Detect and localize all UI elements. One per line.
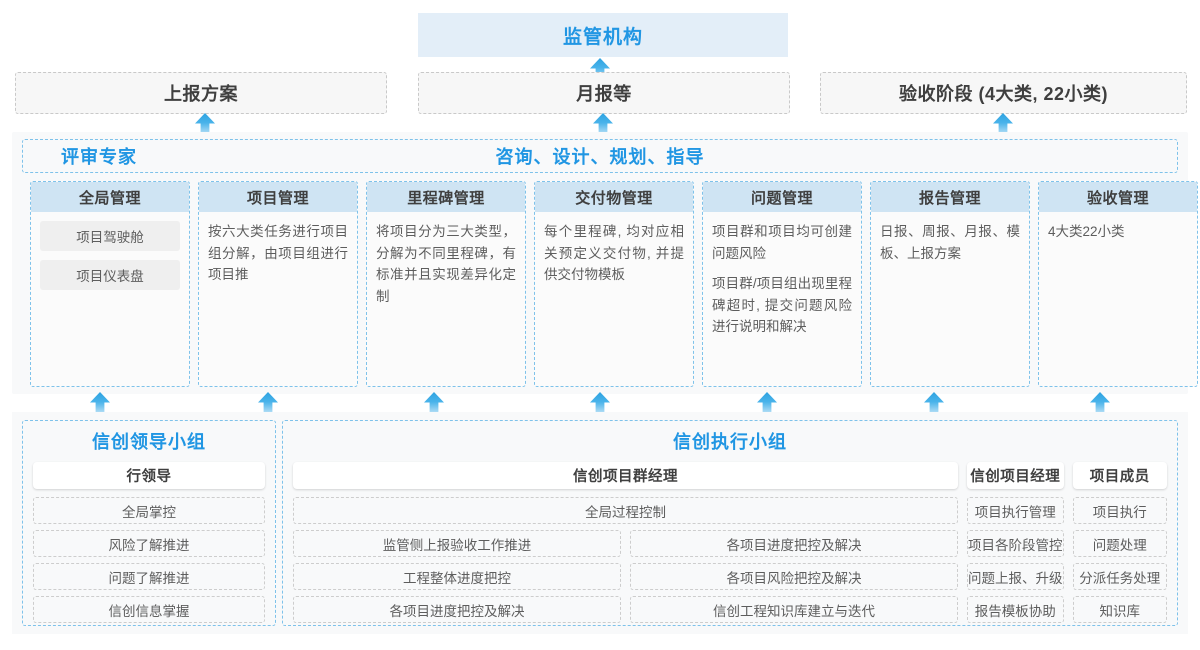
mgmt-column-issue[interactable]: 问题管理 项目群和项目均可创建问题风险 项目群/项目组出现里程碑超时, 提交问题… bbox=[702, 181, 862, 387]
role-item[interactable]: 监管侧上报验收工作推进 bbox=[293, 530, 621, 557]
regulator-box: 监管机构 bbox=[418, 13, 788, 57]
group-leading: 信创领导小组 行领导 全局掌控 风险了解推进 问题了解推进 信创信息掌握 bbox=[22, 420, 276, 626]
role-header: 信创项目群经理 bbox=[293, 462, 958, 489]
arrow-up-icon bbox=[424, 392, 444, 414]
role-item[interactable]: 项目执行管理 bbox=[967, 497, 1064, 524]
mgmt-column-global[interactable]: 全局管理 项目驾驶舱 项目仪表盘 bbox=[30, 181, 190, 387]
group-title: 信创执行小组 bbox=[673, 432, 787, 452]
consulting-band: 评审专家 咨询、设计、规划、指导 全局管理 项目驾驶舱 项目仪表盘 项目管理 按… bbox=[12, 132, 1198, 394]
role-item[interactable]: 各项目进度把控及解决 bbox=[293, 596, 621, 623]
role-item[interactable]: 全局掌控 bbox=[33, 497, 265, 524]
mgmt-column-desc-2: 项目群/项目组出现里程碑超时, 提交问题风险进行说明和解决 bbox=[712, 276, 852, 335]
role-item[interactable]: 风险了解推进 bbox=[33, 530, 265, 557]
role-header: 项目成员 bbox=[1072, 462, 1167, 489]
mgmt-column-milestone[interactable]: 里程碑管理 将项目分为三大类型，分解为不同里程碑，有标准并且实现差异化定制 bbox=[366, 181, 526, 387]
report-box-monthly[interactable]: 月报等 bbox=[418, 72, 790, 114]
mgmt-column-desc: 4大类22小类 bbox=[1048, 224, 1125, 239]
consulting-scope-label: 咨询、设计、规划、指导 bbox=[495, 147, 705, 167]
arrow-up-icon bbox=[757, 392, 777, 414]
role-item[interactable]: 信创信息掌握 bbox=[33, 596, 265, 623]
mgmt-column-title: 报告管理 bbox=[871, 182, 1029, 212]
role-item[interactable]: 工程整体进度把控 bbox=[293, 563, 621, 590]
mgmt-column-acceptance[interactable]: 验收管理 4大类22小类 bbox=[1038, 181, 1198, 387]
mgmt-column-desc: 按六大类任务进行项目组分解，由项目组进行项目推 bbox=[208, 224, 348, 283]
mgmt-column-title: 项目管理 bbox=[199, 182, 357, 212]
arrow-up-icon bbox=[590, 392, 610, 414]
role-item[interactable]: 问题了解推进 bbox=[33, 563, 265, 590]
report-box-plan[interactable]: 上报方案 bbox=[15, 72, 387, 114]
mgmt-column-desc: 每个里程碑, 均对应相关预定义交付物, 并提供交付物模板 bbox=[544, 224, 684, 283]
role-item[interactable]: 各项目风险把控及解决 bbox=[630, 563, 958, 590]
role-project-manager: 信创项目经理 项目执行管理 项目各阶段管控 问题上报、升级 报告模板协助 bbox=[967, 462, 1064, 623]
mgmt-column-title: 验收管理 bbox=[1039, 182, 1197, 212]
arrow-up-icon bbox=[924, 392, 944, 414]
mgmt-column-report[interactable]: 报告管理 日报、周报、月报、模板、上报方案 bbox=[870, 181, 1030, 387]
chip-item[interactable]: 项目驾驶舱 bbox=[40, 221, 180, 251]
chip-item[interactable]: 项目仪表盘 bbox=[40, 260, 180, 290]
role-item[interactable]: 各项目进度把控及解决 bbox=[630, 530, 958, 557]
role-item[interactable]: 项目执行 bbox=[1072, 497, 1167, 524]
role-item[interactable]: 报告模板协助 bbox=[967, 596, 1064, 623]
report-box-acceptance[interactable]: 验收阶段 (4大类, 22小类) bbox=[820, 72, 1187, 114]
bottom-band: 信创领导小组 行领导 全局掌控 风险了解推进 问题了解推进 信创信息掌握 信创执… bbox=[12, 412, 1188, 634]
role-item[interactable]: 问题上报、升级 bbox=[967, 563, 1064, 590]
mgmt-column-title: 交付物管理 bbox=[535, 182, 693, 212]
role-header: 信创项目经理 bbox=[967, 462, 1064, 489]
role-program-manager: 信创项目群经理 全局过程控制 监管侧上报验收工作推进 工程整体进度把控 各项目进… bbox=[293, 462, 958, 623]
arrow-up-icon bbox=[258, 392, 278, 414]
role-item-full[interactable]: 全局过程控制 bbox=[293, 497, 958, 524]
mgmt-column-deliverable[interactable]: 交付物管理 每个里程碑, 均对应相关预定义交付物, 并提供交付物模板 bbox=[534, 181, 694, 387]
mgmt-column-project[interactable]: 项目管理 按六大类任务进行项目组分解，由项目组进行项目推 bbox=[198, 181, 358, 387]
mgmt-column-title: 问题管理 bbox=[703, 182, 861, 212]
mgmt-column-desc: 日报、周报、月报、模板、上报方案 bbox=[880, 224, 1020, 261]
management-columns: 全局管理 项目驾驶舱 项目仪表盘 项目管理 按六大类任务进行项目组分解，由项目组… bbox=[30, 181, 1198, 387]
mgmt-column-title: 里程碑管理 bbox=[367, 182, 525, 212]
role-item[interactable]: 项目各阶段管控 bbox=[967, 530, 1064, 557]
review-expert-label: 评审专家 bbox=[61, 147, 137, 167]
role-member: 项目成员 项目执行 问题处理 分派任务处理 知识库 bbox=[1072, 462, 1167, 623]
mgmt-column-desc: 项目群和项目均可创建问题风险 bbox=[712, 224, 852, 261]
role-item[interactable]: 信创工程知识库建立与迭代 bbox=[630, 596, 958, 623]
execution-role-row: 信创项目群经理 全局过程控制 监管侧上报验收工作推进 工程整体进度把控 各项目进… bbox=[293, 462, 1167, 623]
mgmt-column-title: 全局管理 bbox=[31, 182, 189, 212]
role-item[interactable]: 知识库 bbox=[1072, 596, 1167, 623]
role-item[interactable]: 分派任务处理 bbox=[1072, 563, 1167, 590]
role-item[interactable]: 问题处理 bbox=[1072, 530, 1167, 557]
arrow-up-icon bbox=[1090, 392, 1110, 414]
arrow-up-icon bbox=[90, 392, 110, 414]
role-header: 行领导 bbox=[33, 462, 265, 489]
group-title: 信创领导小组 bbox=[92, 432, 206, 452]
group-execution: 信创执行小组 信创项目群经理 全局过程控制 监管侧上报验收工作推进 工程整体进度… bbox=[282, 420, 1178, 626]
mgmt-column-desc: 将项目分为三大类型，分解为不同里程碑，有标准并且实现差异化定制 bbox=[376, 224, 516, 304]
consulting-header: 评审专家 咨询、设计、规划、指导 bbox=[22, 139, 1178, 173]
leading-role-row: 行领导 全局掌控 风险了解推进 问题了解推进 信创信息掌握 bbox=[33, 462, 265, 623]
